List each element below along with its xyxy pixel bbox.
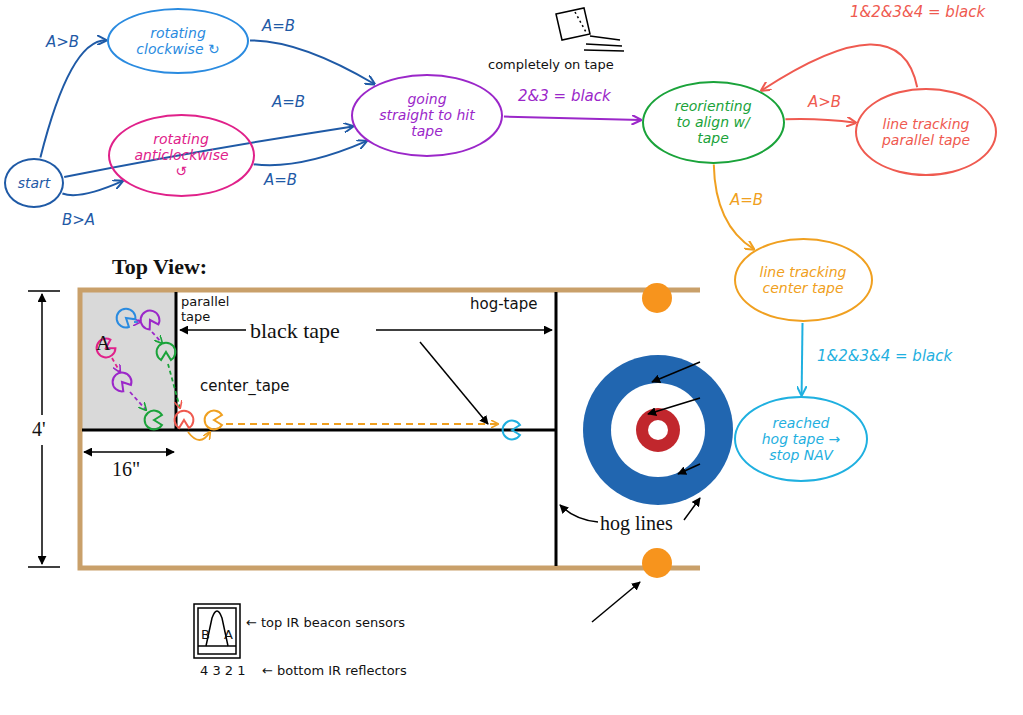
transition-arrow <box>62 181 122 195</box>
condition-label: 1&2&3&4 = black <box>848 4 987 21</box>
annotation-label: black tape <box>250 318 340 343</box>
annotation-label: completely on tape <box>488 58 614 73</box>
state-ellipse: rotating anticlockwise ↺ <box>108 114 255 197</box>
annotation-label: 16" <box>112 458 140 481</box>
house-target <box>583 283 733 578</box>
annotation-label: hog-tape <box>470 296 537 313</box>
state-label: rotating anticlockwise ↺ <box>135 131 228 179</box>
transition-arrow <box>785 119 855 123</box>
state-label: going straight to hit tape <box>379 91 475 139</box>
transition-arrow <box>250 40 374 84</box>
transition-arrow <box>801 323 804 395</box>
state-ellipse: rotating clockwise ↻ <box>107 8 249 74</box>
condition-label: A=B <box>270 94 307 111</box>
state-ellipse: going straight to hit tape <box>351 74 503 157</box>
transition-arrow <box>254 141 367 165</box>
annotation-label: 4 3 2 1 <box>200 664 245 679</box>
annotation-label: ← bottom IR reflectors <box>262 664 407 679</box>
annotation-label: A <box>96 332 110 355</box>
transition-arrow <box>40 40 106 157</box>
state-label: reorienting to align w/ tape <box>668 98 758 146</box>
annotation-label: ← top IR beacon sensors <box>246 616 405 631</box>
sensor-sketch <box>194 604 240 658</box>
leader-arrows <box>28 291 700 622</box>
annotation-label: hog lines <box>600 512 673 535</box>
state-label: reached hog tape → stop NAV <box>759 415 843 463</box>
state-ellipse: reached hog tape → stop NAV <box>734 396 868 482</box>
annotation-label: 4' <box>32 418 46 441</box>
state-ellipse: line tracking center tape <box>734 238 873 322</box>
condition-label: 1&2&3&4 = black <box>815 348 954 365</box>
condition-label: A>B <box>44 34 81 51</box>
annotation-label: A <box>224 628 233 643</box>
condition-label: A>B <box>806 94 843 111</box>
robot-icons <box>93 305 520 440</box>
annotation-label: parallel tape <box>181 295 243 325</box>
annotation-label: center_tape <box>200 378 290 395</box>
condition-label: A=B <box>262 172 299 189</box>
state-label: rotating clockwise ↻ <box>134 25 223 57</box>
state-ellipse: line tracking parallel tape <box>855 88 997 176</box>
robot-sketch <box>556 8 624 51</box>
transition-arrow <box>762 44 918 90</box>
start-node: start <box>4 158 64 208</box>
transition-arrow <box>504 117 641 120</box>
condition-label: A=B <box>260 18 297 35</box>
state-label: start <box>18 175 51 191</box>
condition-label: 2&3 = black <box>516 88 613 105</box>
state-label: line tracking center tape <box>760 264 847 296</box>
state-ellipse: reorienting to align w/ tape <box>642 81 785 164</box>
condition-label: B>A <box>60 212 97 229</box>
annotation-label: B <box>201 628 210 643</box>
annotation-label: Top View: <box>112 254 207 279</box>
state-label: line tracking parallel tape <box>882 116 971 148</box>
condition-label: A=B <box>728 192 765 209</box>
